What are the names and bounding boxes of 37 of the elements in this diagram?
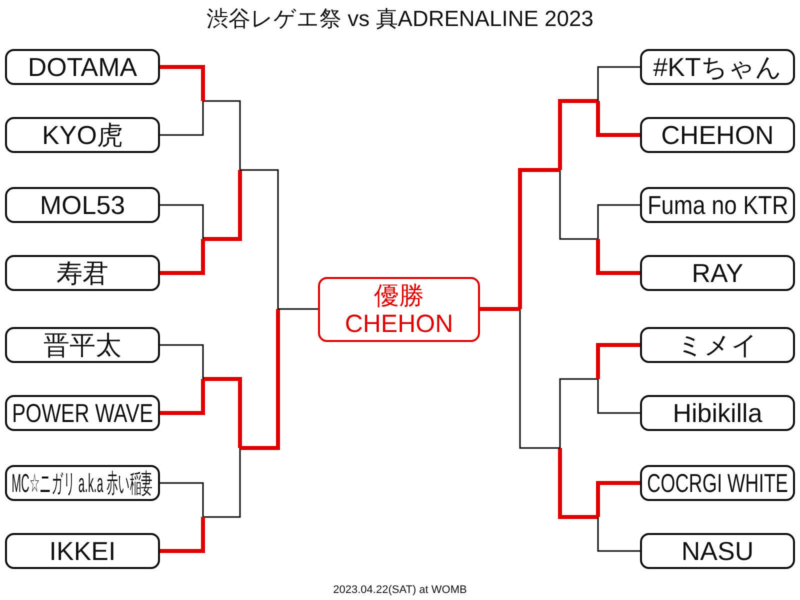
name-box: 寿君 <box>5 255 160 291</box>
name-box: KYO虎 <box>5 117 160 153</box>
name-box: Fuma no KTR <box>640 187 795 223</box>
bracket-line <box>596 239 640 275</box>
caption: 2023.04.22(SAT) at WOMB <box>332 584 468 596</box>
bracket-line <box>160 65 205 101</box>
bracket-line <box>160 482 204 517</box>
name-box: ミメイ <box>640 327 795 363</box>
name-box: #KTちゃん <box>640 49 795 85</box>
name-box: NASU <box>640 533 795 569</box>
title: 渋谷レゲエ祭 vs 真ADRENALINE 2023 <box>206 5 594 33</box>
name-box: Hibikilla <box>640 395 795 431</box>
bracket-line <box>160 101 204 136</box>
bracket-line <box>596 101 640 137</box>
bracket-line <box>160 204 204 239</box>
name-box: RAY <box>640 255 795 291</box>
bracket-line <box>597 204 640 239</box>
bracket-line <box>597 517 640 552</box>
name-box: MOL53 <box>5 187 160 223</box>
name-box: 晋平太 <box>5 327 160 363</box>
name-box: MC☆ニガリ a.k.a 赤い稲妻 <box>5 465 160 501</box>
bracket-line <box>160 379 205 415</box>
bracket-line <box>596 343 640 379</box>
bracket-line <box>596 481 640 517</box>
bracket-line <box>278 308 318 310</box>
name-box: CHEHON <box>640 117 795 153</box>
bracket-line <box>597 379 640 414</box>
bracket-line <box>480 307 520 311</box>
name-box: POWER WAVE <box>5 395 160 431</box>
bracket-line <box>160 517 205 553</box>
name-box: IKKEI <box>5 533 160 569</box>
bracket-line <box>597 66 640 101</box>
name-box: COCRGI WHITE <box>640 465 795 501</box>
bracket-line <box>160 239 205 275</box>
winner-box: 優勝 CHEHON <box>318 277 480 342</box>
bracket-line <box>160 344 204 379</box>
name-box: DOTAMA <box>5 49 160 85</box>
